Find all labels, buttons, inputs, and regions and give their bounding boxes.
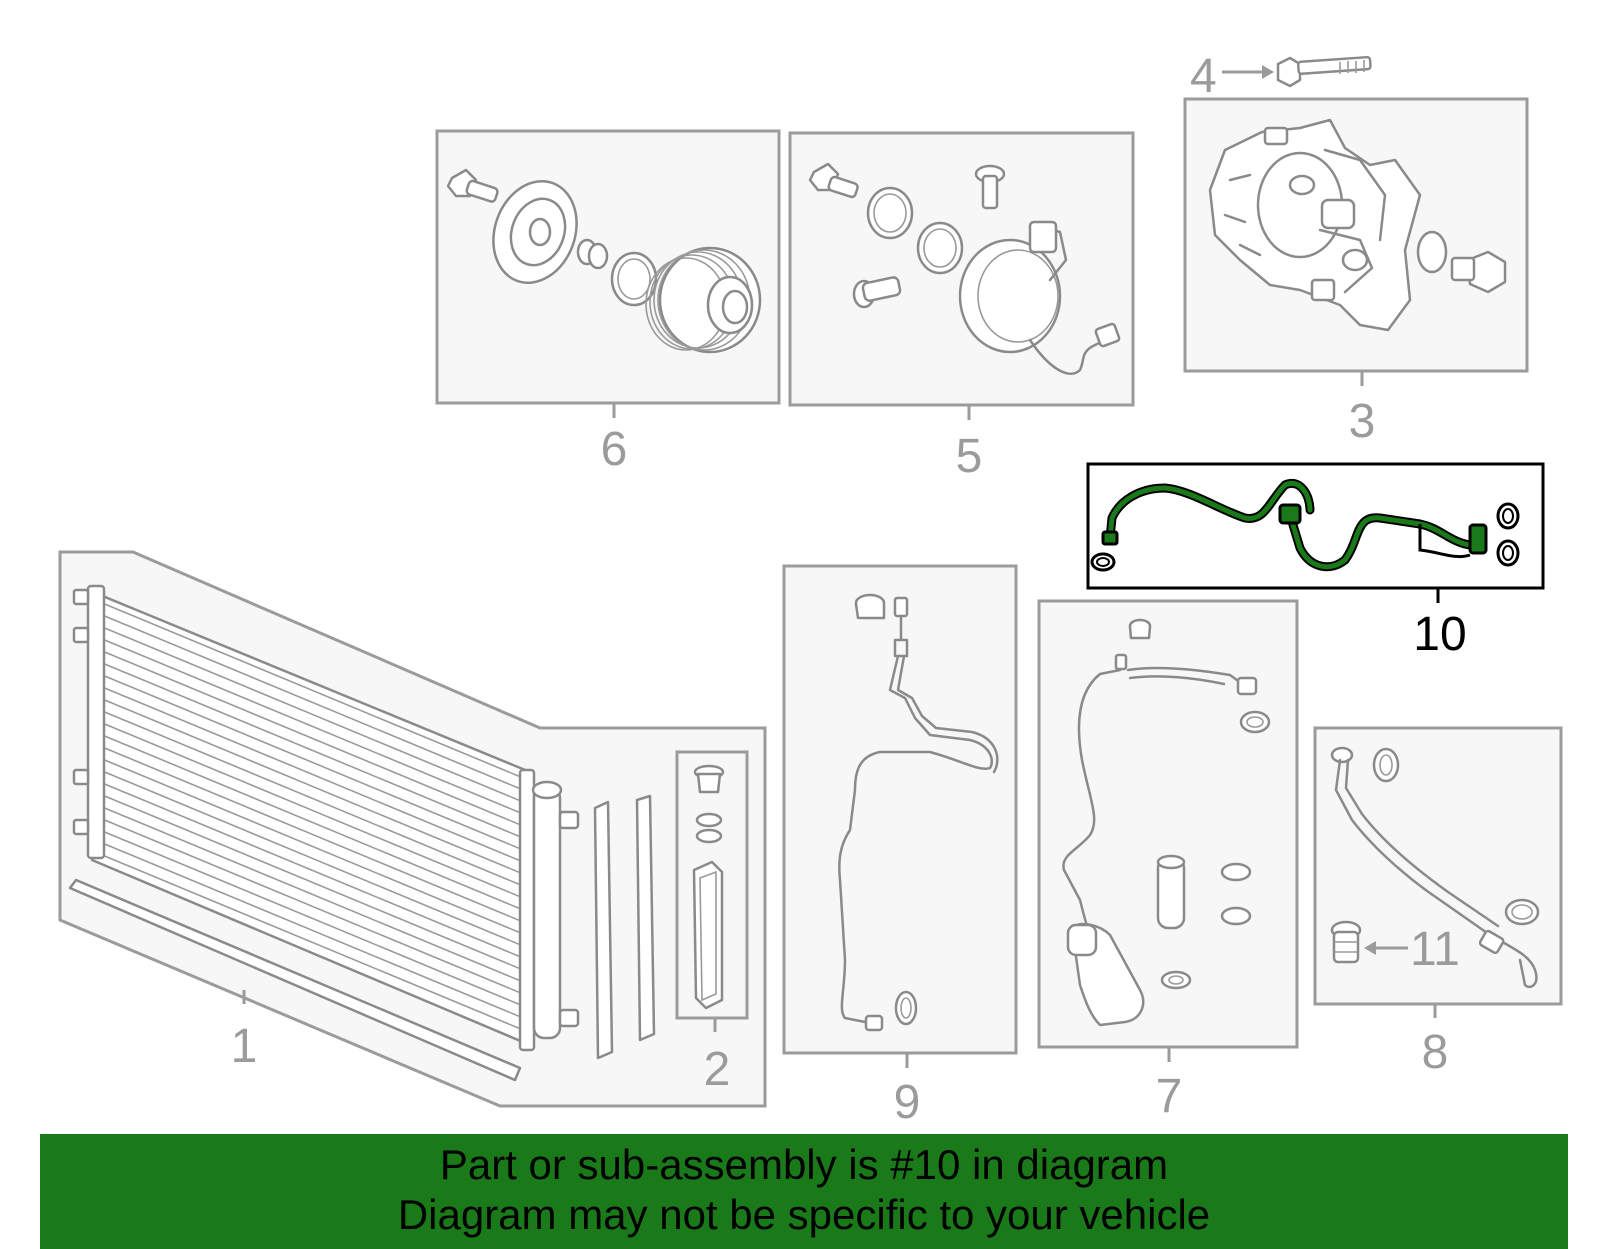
part-6-group[interactable]: 6: [435, 129, 781, 476]
callout-1: 1: [231, 1020, 258, 1073]
part-3-oring: [1416, 230, 1448, 274]
callout-5: 5: [956, 430, 983, 483]
part-5-group[interactable]: 5: [788, 131, 1135, 483]
part-6-shim: [576, 238, 609, 270]
part-5-bolt: [808, 162, 859, 199]
part-6-bolt: [446, 168, 499, 203]
part-1-seal-strip: [68, 878, 522, 1082]
banner-line-1: Part or sub-assembly is #10 in diagram: [439, 1141, 1169, 1188]
part-2-group[interactable]: 2: [675, 750, 749, 1096]
part-5-bolt-b: [852, 276, 902, 309]
part-4-bolt: [1276, 55, 1372, 88]
part-3-group[interactable]: 3: [1183, 97, 1529, 448]
part-5-snap-ring-b: [916, 221, 964, 275]
callout-8: 8: [1422, 1026, 1449, 1079]
part-8-line: [1330, 746, 1540, 989]
info-banner: Part or sub-assembly is #10 in diagram D…: [40, 1134, 1568, 1249]
part-7-line: [1062, 618, 1271, 1027]
part-9-group[interactable]: 9: [782, 564, 1018, 1129]
callout-9: 9: [894, 1076, 921, 1129]
callout-3: 3: [1349, 395, 1376, 448]
banner-line-2: Diagram may not be specific to your vehi…: [397, 1191, 1211, 1238]
part-6-pulley: [645, 246, 762, 354]
part-8-group[interactable]: 11 8: [1313, 726, 1563, 1079]
part-6-clutch-plate: [492, 180, 578, 284]
part-7-group[interactable]: 7: [1037, 599, 1299, 1123]
part-2-parts: [692, 764, 725, 1010]
callout-4: 4: [1190, 50, 1217, 103]
part-11-group[interactable]: 11: [1330, 920, 1460, 976]
callout-6: 6: [601, 423, 628, 476]
part-5-field-coil: [958, 220, 1121, 375]
part-4-group[interactable]: 4: [1190, 50, 1372, 103]
part-5-snap-ring-a: [866, 186, 914, 240]
part-9-box: [782, 564, 1018, 1055]
part-1-side-seals: [593, 794, 656, 1060]
part-1-group[interactable]: 2 1: [58, 550, 767, 1108]
callout-7: 7: [1156, 1070, 1183, 1123]
part-5-screw: [974, 164, 1006, 210]
part-10-orings: [1090, 502, 1520, 572]
part-9-line: [838, 593, 999, 1032]
part-10-group[interactable]: 10: [1086, 462, 1545, 661]
part-3-compressor: [1208, 118, 1422, 332]
part-1-condenser: [72, 584, 580, 1052]
callout-2: 2: [704, 1043, 731, 1096]
part-10-hose: [1101, 478, 1488, 572]
part-3-fitting: [1450, 250, 1507, 294]
callout-10: 10: [1413, 608, 1466, 661]
callout-11: 11: [1410, 923, 1460, 976]
part-11-valve: [1330, 920, 1362, 964]
part-5-box: [788, 131, 1135, 407]
